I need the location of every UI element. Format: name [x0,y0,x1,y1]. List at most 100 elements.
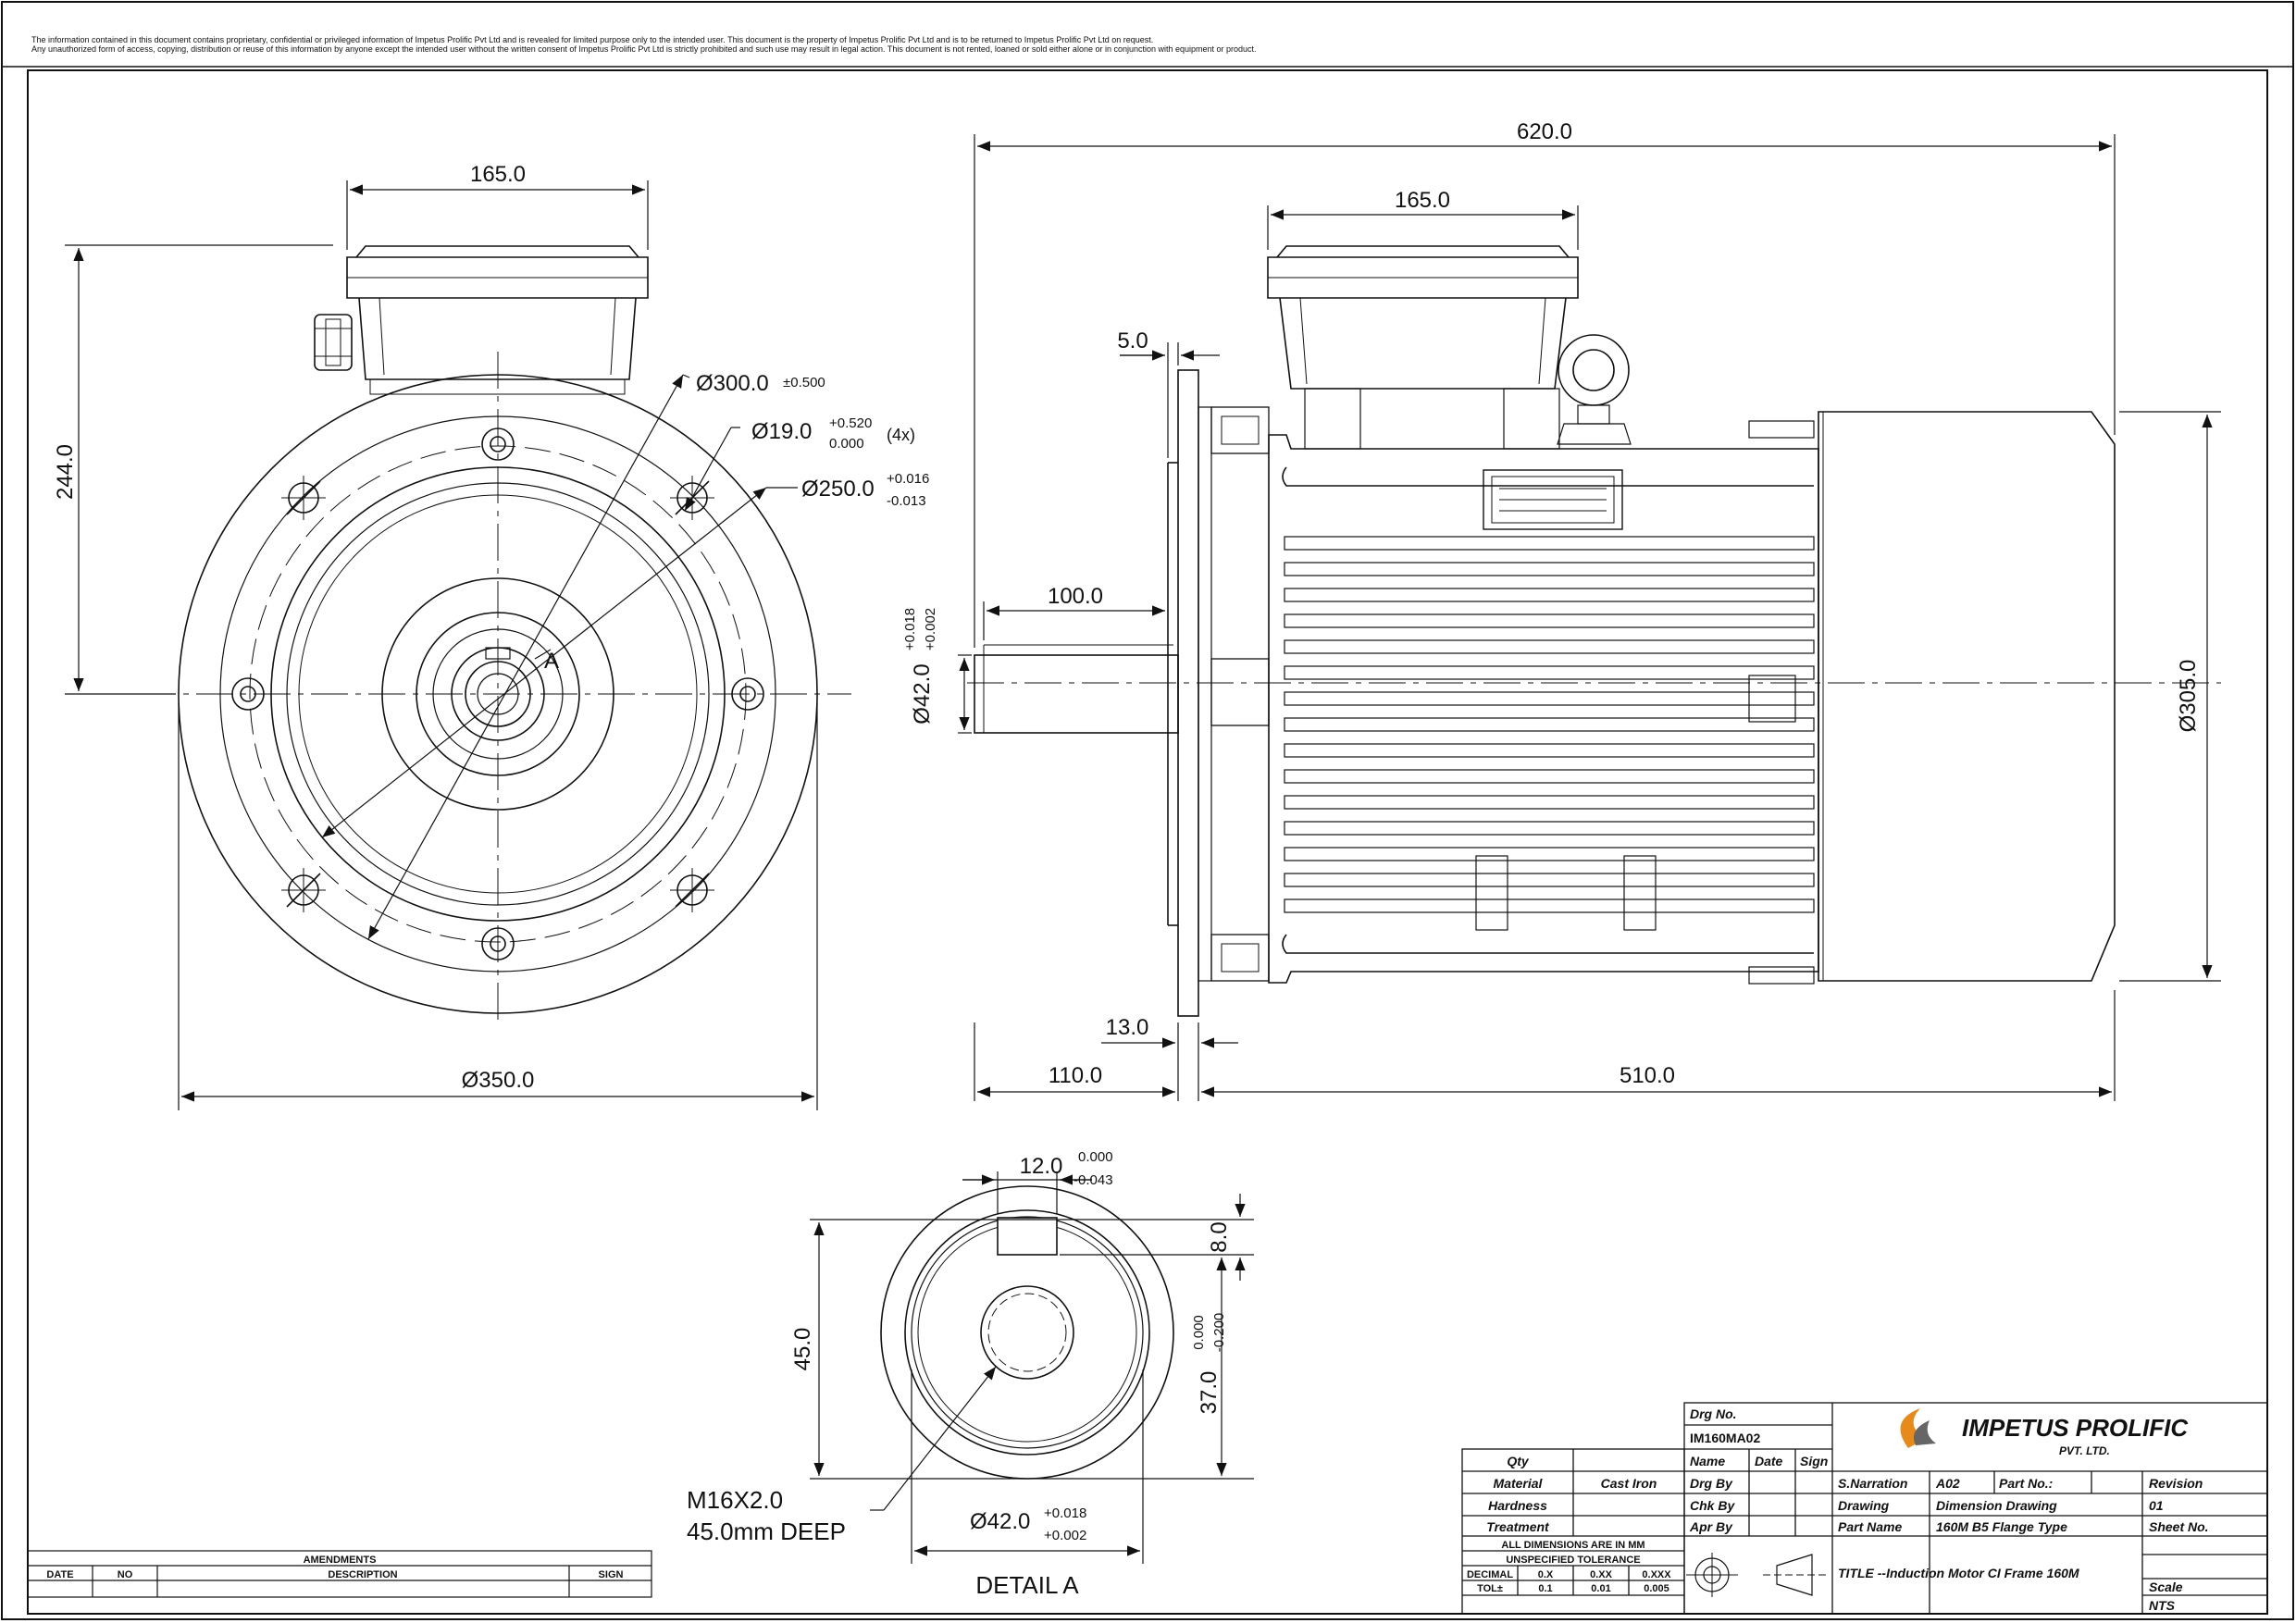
company-sub: PVT. LTD. [2059,1444,2110,1457]
tol-header-decimal: DECIMAL [1467,1569,1513,1580]
detail-dim-12: 12.0 [1020,1154,1063,1179]
amendments-table: AMENDMENTS DATE NO DESCRIPTION SIGN [27,1550,652,1598]
side-dim-305: Ø305.0 [2176,660,2201,733]
company-logo: IMPETUS PROLIFIC PVT. LTD. [1900,1408,2189,1457]
drg-no-label: Drg No. [1690,1406,1737,1421]
revision-label: Revision [2149,1476,2203,1491]
drawing-label: Drawing [1838,1498,1890,1513]
detail-dim-45: 45.0 [790,1328,815,1371]
amendments-col-date: DATE [46,1569,73,1580]
drg-by-label: Drg By [1690,1476,1733,1491]
detail-dim-8: 8.0 [1207,1221,1232,1252]
front-terminal-box [314,245,649,395]
detail-dim-42-tol-lower: +0.002 [1044,1528,1086,1543]
detail-dim-12-tol-upper: 0.000 [1078,1149,1113,1165]
front-dim-165: 165.0 [470,162,526,187]
front-dim-19-tol-upper: +0.520 [829,415,872,431]
revision-value: 01 [2149,1498,2164,1513]
amendments-title: AMENDMENTS [304,1555,377,1566]
detail-title: DETAIL A [975,1571,1079,1599]
front-view-labels: 165.0 244.0 Ø350.0 Ø300.0 ±0.500 Ø19.0 +… [53,162,929,1093]
tol-header-xxx: 0.XXX [1642,1569,1671,1580]
material-label: Material [1494,1476,1544,1491]
side-view-labels: 620.0 165.0 5.0 100.0 Ø42.0 +0.018 +0.00… [902,119,2201,1088]
detail-a-view [880,1185,1174,1480]
detail-a-labels: 12.0 0.000 -0.043 8.0 45.0 37.0 0.000 -0… [687,1149,1232,1599]
projection-symbol-icon [1686,1553,1828,1597]
side-view-dimensions [958,134,2221,1101]
front-dim-19-tol-lower: 0.000 [829,436,864,452]
drawing-title: TITLE --Induction Motor CI Frame 160M [1838,1566,2079,1580]
drawing-frame [27,69,2268,1615]
detail-dim-42-tol-upper: +0.018 [1044,1505,1086,1521]
qty-label: Qty [1507,1454,1530,1468]
front-dim-250-tol-upper: +0.016 [887,471,929,487]
side-dim-42-tol-lower: +0.002 [923,608,938,650]
hardness-label: Hardness [1488,1498,1547,1513]
motor-body [1268,434,1819,984]
front-dim-250-tol-lower: -0.013 [887,493,926,509]
detail-a-marker: A [544,649,559,674]
part-name-value: 160M B5 Flange Type [1936,1519,2067,1534]
apr-by-label: Apr By [1689,1519,1733,1534]
front-dim-19-qty: (4x) [887,426,915,444]
company-name: IMPETUS PROLIFIC [1962,1414,2189,1442]
dims-note: ALL DIMENSIONS ARE IN MM [1501,1540,1644,1551]
cooling-fins [1284,536,1815,913]
chk-by-label: Chk By [1690,1498,1735,1513]
detail-dim-42: Ø42.0 [970,1509,1030,1534]
front-dim-300: Ø300.0 [696,371,769,396]
material-value: Cast Iron [1601,1476,1657,1491]
side-dim-5: 5.0 [1117,328,1148,353]
side-dim-510: 510.0 [1620,1063,1675,1088]
sheet-no-label: Sheet No. [2149,1519,2209,1534]
side-dim-100: 100.0 [1048,584,1103,609]
tol-value-x: 0.1 [1538,1583,1552,1594]
part-no-label: Part No.: [1999,1476,2053,1491]
amendments-col-sign: SIGN [599,1569,624,1580]
side-dim-42-tol-upper: +0.018 [902,608,918,650]
tolerance-note: UNSPECIFIED TOLERANCE [1506,1555,1640,1566]
disclaimer: The information contained in this docume… [31,35,1447,54]
detail-dim-37: 37.0 [1197,1371,1222,1415]
disclaimer-line-1: The information contained in this docume… [31,35,1154,44]
amendments-col-no: NO [118,1569,133,1580]
part-name-label: Part Name [1838,1519,1902,1534]
detail-dim-37-tol-upper: 0.000 [1191,1315,1207,1350]
date-label: Date [1755,1454,1783,1468]
detail-thread: M16X2.0 [687,1486,783,1514]
side-terminal-box [1267,245,1579,450]
detail-thread-depth: 45.0mm DEEP [687,1518,846,1545]
side-dim-620: 620.0 [1517,119,1572,144]
tol-value-label: TOL± [1477,1583,1503,1594]
tol-value-xxx: 0.005 [1644,1583,1669,1594]
detail-keyway [997,1217,1058,1256]
scale-value: NTS [2149,1598,2176,1613]
flange-plate [1177,369,1199,1017]
front-dim-19: Ø19.0 [751,419,812,444]
side-view [967,245,2221,1017]
tol-header-xx: 0.XX [1590,1569,1613,1580]
front-dim-350: Ø350.0 [462,1068,535,1093]
nameplate [1483,469,1623,530]
scale-label: Scale [2149,1580,2183,1594]
snarration-label: S.Narration [1838,1476,1907,1491]
shaft [974,654,1179,734]
tol-value-xx: 0.01 [1591,1583,1610,1594]
side-dim-110: 110.0 [1049,1063,1102,1088]
side-dim-13: 13.0 [1106,1015,1149,1040]
drg-no-value: IM160MA02 [1690,1431,1760,1445]
disclaimer-line-2: Any unauthorized form of access, copying… [31,44,1257,54]
sign-label: Sign [1800,1454,1828,1468]
drawing-value: Dimension Drawing [1936,1498,2057,1513]
lifting-eye-bolt [1557,334,1632,445]
detail-dim-37-tol-lower: -0.200 [1211,1313,1227,1353]
front-dim-300-tol: ±0.500 [783,375,825,390]
side-dim-42: Ø42.0 [910,663,935,724]
snarration-value: A02 [1935,1476,1960,1491]
treatment-label: Treatment [1486,1519,1550,1534]
fan-cowl [1818,411,2116,982]
front-view [139,245,851,1027]
amendments-col-description: DESCRIPTION [328,1569,397,1580]
